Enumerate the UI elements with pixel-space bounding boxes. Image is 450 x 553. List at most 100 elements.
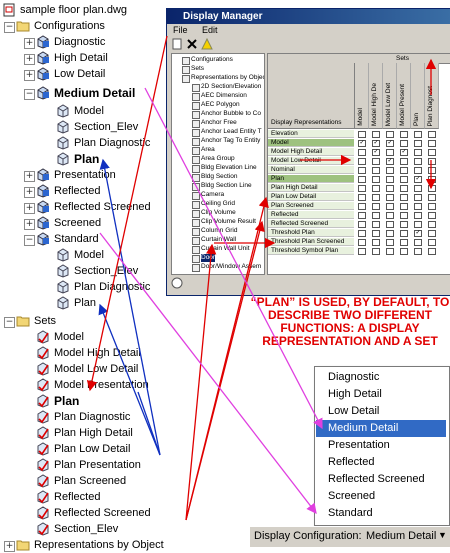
rep-checkbox[interactable] bbox=[358, 149, 366, 156]
rep-checkbox[interactable] bbox=[386, 131, 394, 138]
rep-row[interactable]: Nominal bbox=[268, 166, 450, 174]
rep-checkbox[interactable] bbox=[358, 248, 366, 255]
expand-config-item[interactable]: + bbox=[24, 38, 35, 49]
rep-checkbox[interactable] bbox=[386, 221, 394, 228]
rep-checkbox[interactable] bbox=[372, 185, 380, 192]
manager-tree-item[interactable]: Camera bbox=[192, 191, 264, 200]
rep-checkbox[interactable] bbox=[358, 221, 366, 228]
rep-checkbox[interactable] bbox=[414, 158, 422, 165]
rep-row[interactable]: Plan High Detail bbox=[268, 184, 450, 192]
rep-checkbox[interactable] bbox=[414, 203, 422, 210]
rep-row[interactable]: Threshold Plan Screened bbox=[268, 238, 450, 246]
rep-row[interactable]: Plan✓ bbox=[268, 175, 450, 183]
rep-checkbox[interactable] bbox=[372, 176, 380, 183]
rep-checkbox[interactable] bbox=[372, 131, 380, 138]
rep-checkbox[interactable]: ✓ bbox=[400, 149, 408, 156]
manager-tree-item[interactable]: AEC Polygon bbox=[192, 101, 264, 110]
manager-tree-item[interactable]: Ceiling Grid bbox=[192, 200, 264, 209]
manager-tree-item[interactable]: Anchor Bubble to Co bbox=[192, 110, 264, 119]
rep-row[interactable]: Reflected Screened bbox=[268, 220, 450, 228]
rep-checkbox[interactable] bbox=[372, 194, 380, 201]
set-column-header[interactable]: Model Present bbox=[397, 63, 411, 129]
expand-config-item[interactable]: + bbox=[24, 54, 35, 65]
manager-tree-item[interactable]: Sets bbox=[182, 65, 264, 74]
set-column-header[interactable]: Model High De bbox=[369, 63, 383, 129]
rep-checkbox[interactable] bbox=[400, 239, 408, 246]
rep-checkbox[interactable] bbox=[400, 185, 408, 192]
rep-checkbox[interactable]: ✓ bbox=[358, 140, 366, 147]
rep-checkbox[interactable]: ✓ bbox=[372, 149, 380, 156]
set-column-header[interactable]: Model bbox=[355, 63, 369, 129]
rep-checkbox[interactable] bbox=[428, 167, 436, 174]
dropdown-option[interactable]: Medium Detail bbox=[316, 420, 446, 437]
expand-config-item[interactable]: + bbox=[24, 203, 35, 214]
rep-checkbox[interactable] bbox=[414, 167, 422, 174]
rep-checkbox[interactable] bbox=[358, 212, 366, 219]
manager-tree-item[interactable]: Bldg Elevation Line bbox=[192, 164, 264, 173]
rep-checkbox[interactable] bbox=[372, 203, 380, 210]
expand-reps[interactable]: + bbox=[4, 541, 15, 552]
display-config-value[interactable]: Medium Detail bbox=[366, 530, 437, 542]
rep-checkbox[interactable] bbox=[428, 149, 436, 156]
new-icon[interactable] bbox=[171, 38, 183, 50]
rep-checkbox[interactable] bbox=[372, 248, 380, 255]
menu-edit[interactable]: Edit bbox=[202, 25, 218, 35]
rep-checkbox[interactable]: ✓ bbox=[386, 140, 394, 147]
rep-checkbox[interactable] bbox=[386, 248, 394, 255]
rep-checkbox[interactable] bbox=[358, 230, 366, 237]
rep-checkbox[interactable] bbox=[358, 194, 366, 201]
manager-tree-item[interactable]: Door bbox=[192, 254, 264, 263]
dropdown-option[interactable]: Low Detail bbox=[328, 405, 380, 417]
rep-row[interactable]: Elevation bbox=[268, 130, 450, 138]
rep-checkbox[interactable] bbox=[428, 248, 436, 255]
rep-checkbox[interactable] bbox=[372, 230, 380, 237]
rep-checkbox[interactable] bbox=[414, 149, 422, 156]
manager-tree-item[interactable]: Column Grid bbox=[192, 227, 264, 236]
dropdown-option[interactable]: Reflected Screened bbox=[328, 473, 425, 485]
rep-row[interactable]: Plan Screened bbox=[268, 202, 450, 210]
dropdown-option[interactable]: High Detail bbox=[328, 388, 382, 400]
rep-checkbox[interactable] bbox=[428, 203, 436, 210]
menu-file[interactable]: File bbox=[173, 25, 188, 35]
rep-checkbox[interactable] bbox=[428, 221, 436, 228]
rep-checkbox[interactable] bbox=[400, 194, 408, 201]
rep-row[interactable]: Model High Detail✓✓ bbox=[268, 148, 450, 156]
expand-config-item[interactable]: + bbox=[24, 70, 35, 81]
rep-checkbox[interactable] bbox=[358, 167, 366, 174]
rep-checkbox[interactable] bbox=[428, 212, 436, 219]
expand-config-item[interactable]: + bbox=[24, 187, 35, 198]
expand-config-item[interactable]: − bbox=[24, 235, 35, 246]
rep-row[interactable]: Model✓✓✓ bbox=[268, 139, 450, 147]
rep-checkbox[interactable] bbox=[358, 239, 366, 246]
rep-row[interactable]: Plan Low Detail bbox=[268, 193, 450, 201]
rep-checkbox[interactable] bbox=[428, 158, 436, 165]
rep-checkbox[interactable] bbox=[428, 131, 436, 138]
manager-tree-item[interactable]: 2D Section/Elevation bbox=[192, 83, 264, 92]
manager-tree-item[interactable]: Anchor Lead Entity T bbox=[192, 128, 264, 137]
dropdown-arrow-icon[interactable]: ▼ bbox=[438, 530, 447, 540]
manager-tree-item[interactable]: Anchor Free bbox=[192, 119, 264, 128]
rep-checkbox[interactable] bbox=[400, 212, 408, 219]
expand-configurations[interactable]: − bbox=[4, 22, 15, 33]
expand-config-item[interactable]: + bbox=[24, 219, 35, 230]
manager-tree-item[interactable]: Area Group bbox=[192, 155, 264, 164]
rep-checkbox[interactable] bbox=[400, 140, 408, 147]
rep-checkbox[interactable] bbox=[400, 167, 408, 174]
rep-checkbox[interactable] bbox=[358, 185, 366, 192]
rep-checkbox[interactable] bbox=[414, 194, 422, 201]
rep-checkbox[interactable] bbox=[372, 158, 380, 165]
rep-checkbox[interactable] bbox=[372, 167, 380, 174]
rep-checkbox[interactable] bbox=[386, 185, 394, 192]
rep-checkbox[interactable] bbox=[358, 131, 366, 138]
rep-checkbox[interactable] bbox=[414, 131, 422, 138]
set-column-header[interactable]: Model Low Det bbox=[383, 63, 397, 129]
rep-checkbox[interactable] bbox=[400, 248, 408, 255]
manager-tree-item[interactable]: Curtain Wall Unit bbox=[192, 245, 264, 254]
rep-checkbox[interactable] bbox=[386, 176, 394, 183]
rep-checkbox[interactable] bbox=[386, 239, 394, 246]
rep-row[interactable]: Reflected bbox=[268, 211, 450, 219]
manager-tree-item[interactable]: Door/Window Assem bbox=[192, 263, 264, 272]
rep-checkbox[interactable] bbox=[428, 194, 436, 201]
delete-icon[interactable] bbox=[186, 38, 198, 50]
rep-checkbox[interactable] bbox=[372, 239, 380, 246]
